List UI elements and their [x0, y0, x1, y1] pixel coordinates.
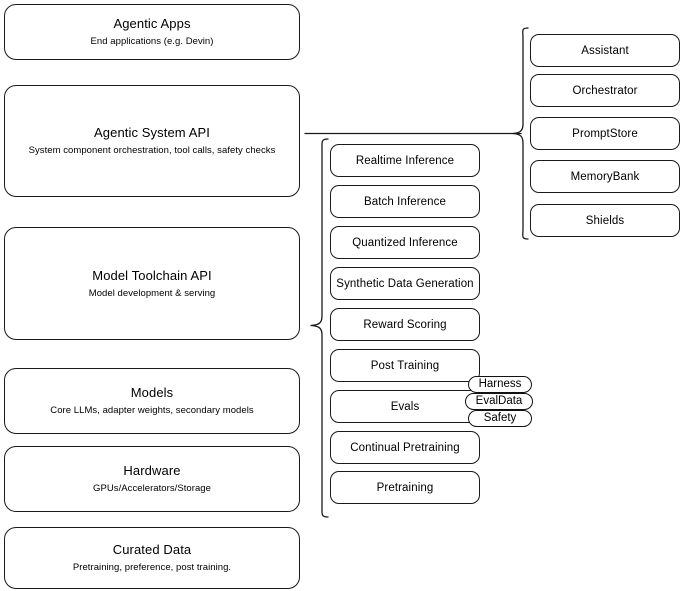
toolchain-item-pretraining[interactable]: Pretraining: [330, 471, 480, 504]
toolchain-item-quantized-inference[interactable]: Quantized Inference: [330, 226, 480, 259]
stack-layer-title: Agentic Apps: [113, 16, 191, 31]
system-component-orchestrator[interactable]: Orchestrator: [530, 74, 680, 107]
stack-layer-title: Agentic System API: [94, 125, 210, 140]
system-component-shields[interactable]: Shields: [530, 204, 680, 237]
stack-layer-subtitle: GPUs/Accelerators/Storage: [93, 483, 211, 494]
stack-layer-title: Model Toolchain API: [92, 267, 212, 283]
system-component-promptstore[interactable]: PromptStore: [530, 117, 680, 150]
eval-pill-evaldata[interactable]: EvalData: [465, 393, 533, 410]
stack-layer-title: Models: [130, 385, 174, 400]
stack-layer-models[interactable]: Models Core LLMs, adapter weights, secon…: [4, 368, 300, 434]
stack-layer-subtitle: Pretraining, preference, post training.: [72, 562, 232, 573]
system-components-brace: [512, 27, 529, 240]
toolchain-item-post-training[interactable]: Post Training: [330, 349, 480, 382]
stack-layer-subtitle: Core LLMs, adapter weights, secondary mo…: [50, 405, 254, 416]
system-component-memorybank[interactable]: MemoryBank: [530, 160, 680, 193]
stack-layer-subtitle: Model development & serving: [88, 287, 216, 299]
toolchain-item-continual-pretraining[interactable]: Continual Pretraining: [330, 431, 480, 464]
eval-pill-safety[interactable]: Safety: [468, 410, 532, 427]
toolchain-item-synthetic-data-generation[interactable]: Synthetic Data Generation: [330, 267, 480, 300]
toolchain-item-evals[interactable]: Evals: [330, 390, 480, 423]
stack-layer-title: Hardware: [123, 463, 181, 478]
stack-layer-subtitle: System component orchestration, tool cal…: [28, 145, 276, 156]
stack-layer-title: Curated Data: [112, 542, 192, 557]
stack-layer-hardware[interactable]: Hardware GPUs/Accelerators/Storage: [4, 446, 300, 512]
toolchain-items-brace: [310, 138, 329, 518]
system-component-assistant[interactable]: Assistant: [530, 34, 680, 67]
stack-layer-agentic-system-api[interactable]: Agentic System API System component orch…: [4, 85, 300, 197]
toolchain-item-realtime-inference[interactable]: Realtime Inference: [330, 144, 480, 177]
eval-pill-harness[interactable]: Harness: [468, 376, 532, 393]
toolchain-item-reward-scoring[interactable]: Reward Scoring: [330, 308, 480, 341]
stack-layer-subtitle: End applications (e.g. Devin): [90, 36, 214, 47]
toolchain-item-batch-inference[interactable]: Batch Inference: [330, 185, 480, 218]
stack-layer-agentic-apps[interactable]: Agentic Apps End applications (e.g. Devi…: [4, 4, 300, 60]
stack-layer-curated-data[interactable]: Curated Data Pretraining, preference, po…: [4, 527, 300, 589]
stack-layer-model-toolchain-api[interactable]: Model Toolchain API Model development & …: [4, 227, 300, 340]
